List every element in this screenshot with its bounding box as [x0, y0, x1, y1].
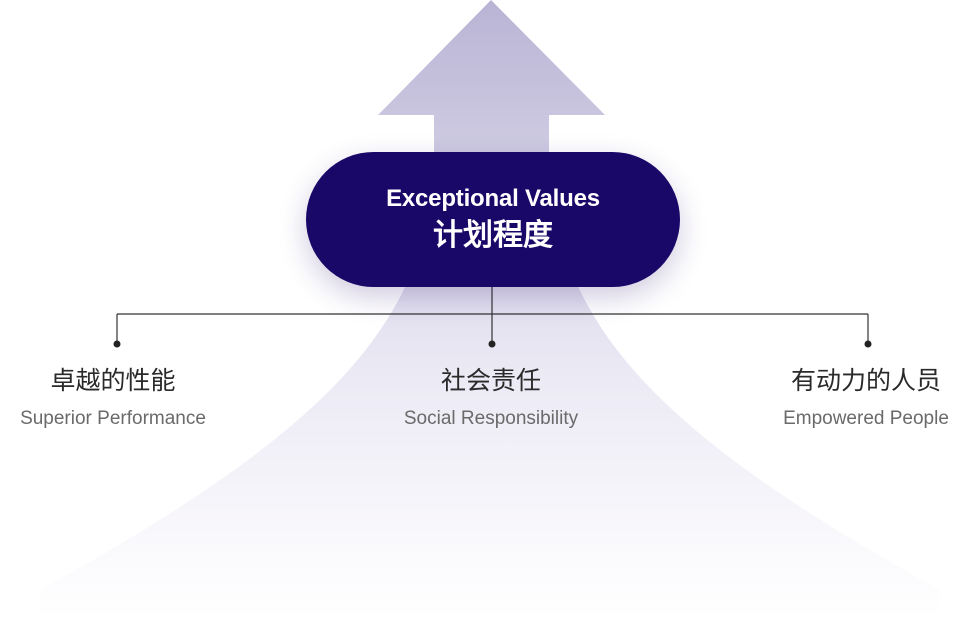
connector-lines — [116, 287, 869, 344]
dot-icon — [113, 340, 121, 348]
dot-icon — [864, 340, 872, 348]
pillar-title-cn: 有动力的人员 — [790, 366, 941, 395]
upward-arrow-icon — [40, 0, 940, 617]
pillar-empowered-people: 有动力的人员 Empowered People — [736, 364, 971, 432]
center-title-en: Exceptional Values — [386, 184, 600, 212]
pillar-social-responsibility: 社会责任 Social Responsibility — [361, 364, 621, 432]
pillar-title-cn: 社会责任 — [440, 366, 541, 395]
dot-icon — [488, 340, 496, 348]
pillar-superior-performance: 卓越的性能 Superior Performance — [0, 364, 243, 432]
center-title-cn: 计划程度 — [433, 217, 553, 253]
pillar-title-cn: 卓越的性能 — [50, 366, 176, 395]
pillar-title-en: Superior Performance — [20, 408, 206, 429]
center-value-pill: Exceptional Values 计划程度 — [306, 152, 680, 287]
pillar-title-en: Empowered People — [783, 408, 949, 429]
pillar-title-en: Social Responsibility — [403, 408, 579, 429]
